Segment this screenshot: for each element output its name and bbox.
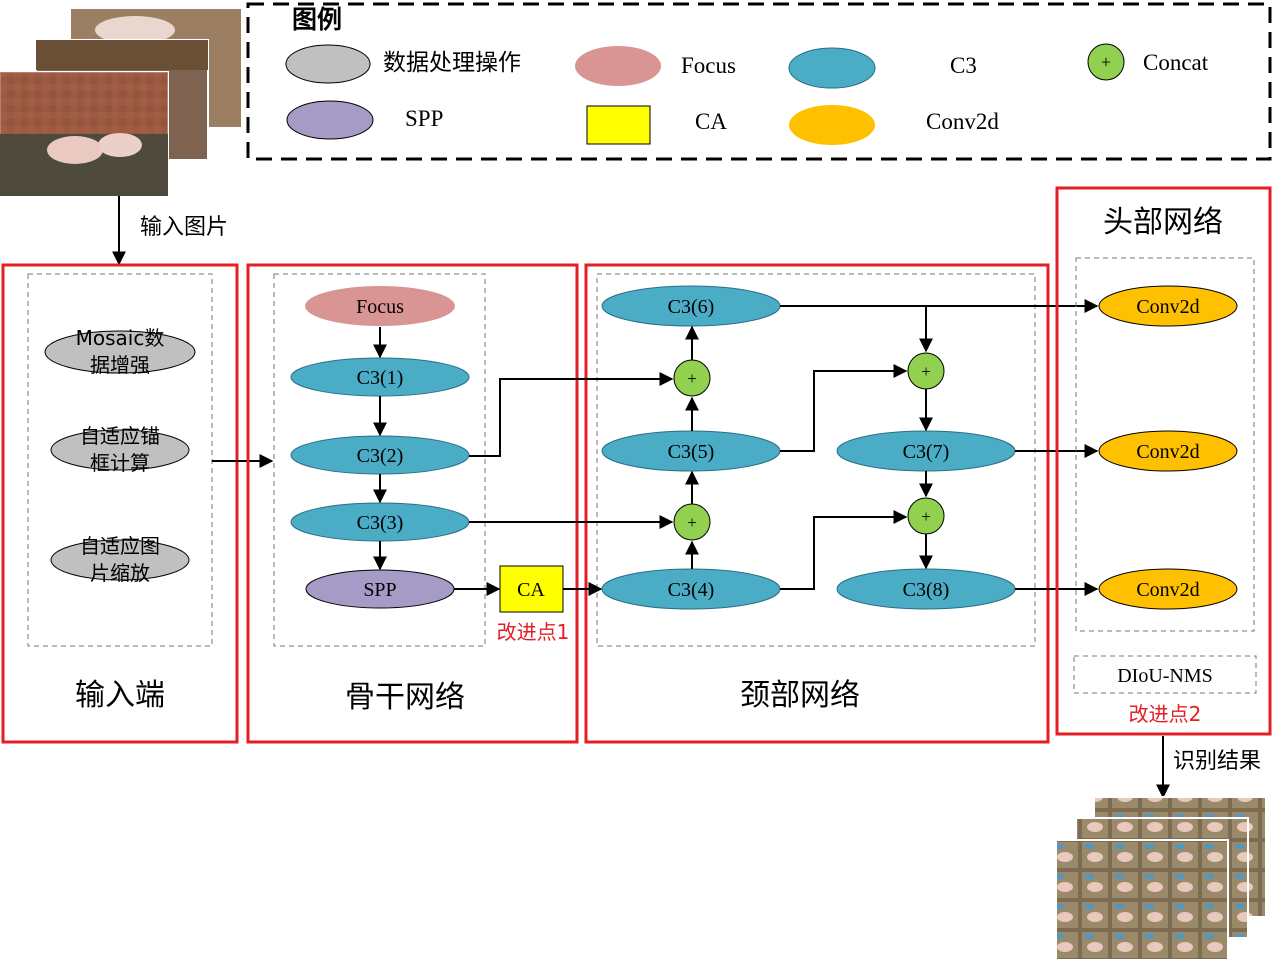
legend-item-focus: Focus <box>575 46 736 86</box>
op-mosaic: Mosaic数 据增强 <box>44 326 196 377</box>
node-conv2d-2: Conv2d <box>1136 441 1199 463</box>
legend-label-focus: Focus <box>681 53 736 78</box>
legend-item-conv2d: Conv2d <box>789 105 999 145</box>
legend-title: 图例 <box>292 5 342 34</box>
node-c3-3: C3(3) <box>357 512 404 534</box>
node-c3-7: C3(7) <box>903 441 950 463</box>
legend-label-ca: CA <box>695 109 727 134</box>
op-mosaic-line2: 据增强 <box>90 353 150 377</box>
legend-label-conv2d: Conv2d <box>926 109 999 134</box>
input-image-stack <box>0 7 243 197</box>
node-c3-2: C3(2) <box>357 445 404 467</box>
section-input: Mosaic数 据增强 自适应锚 框计算 自适应图 片缩放 输入端 <box>1 263 239 744</box>
improvement-2: 改进点2 <box>1129 702 1202 726</box>
legend: 图例 数据处理操作 Focus C3 + Concat SPP CA Co <box>246 2 1272 161</box>
section-neck: C3(6) C3(5) C3(4) C3(7) C3(8) + + + + 颈部… <box>584 263 1050 744</box>
section-input-title: 输入端 <box>75 678 165 713</box>
node-c3-5: C3(5) <box>668 441 715 463</box>
section-backbone: Focus C3(1) C3(2) C3(3) SPP CA 改进点1 骨干网络 <box>246 263 579 744</box>
section-neck-title: 颈部网络 <box>740 678 860 713</box>
concat-1-icon: + <box>687 369 697 388</box>
op-anchor-line1: 自适应锚 <box>80 424 160 448</box>
output-arrow-label: 识别结果 <box>1173 749 1261 774</box>
legend-item-spp: SPP <box>286 100 443 140</box>
concat-2-icon: + <box>687 513 697 532</box>
legend-label-concat: Concat <box>1143 50 1209 75</box>
section-head: 头部网络 Conv2d Conv2d Conv2d DIoU-NMS 改进点2 <box>1055 186 1272 736</box>
node-conv2d-1: Conv2d <box>1136 296 1199 318</box>
concat-plus-icon: + <box>1101 52 1111 72</box>
node-spp: SPP <box>363 579 396 601</box>
op-mosaic-line1: Mosaic数 <box>76 326 165 350</box>
legend-label-spp: SPP <box>405 106 443 131</box>
op-resize-line1: 自适应图 <box>80 534 160 558</box>
legend-label-data-op: 数据处理操作 <box>383 50 521 76</box>
node-c3-6: C3(6) <box>668 296 715 318</box>
node-c3-1: C3(1) <box>357 367 404 389</box>
node-c3-8: C3(8) <box>903 579 950 601</box>
node-focus: Focus <box>356 296 404 318</box>
legend-item-ca: CA <box>586 105 727 145</box>
op-resize-line2: 片缩放 <box>90 561 150 585</box>
node-c3-4: C3(4) <box>668 579 715 601</box>
concat-4-icon: + <box>921 507 931 526</box>
legend-item-concat: + Concat <box>1087 43 1209 81</box>
section-backbone-title: 骨干网络 <box>345 680 465 715</box>
op-resize: 自适应图 片缩放 <box>50 534 190 585</box>
section-head-title: 头部网络 <box>1103 205 1223 240</box>
input-arrow-label: 输入图片 <box>140 215 228 240</box>
node-ca: CA <box>517 579 545 601</box>
concat-3-icon: + <box>921 362 931 381</box>
op-anchor-line2: 框计算 <box>90 451 150 475</box>
output-image-stack <box>1055 796 1267 961</box>
nms-label: DIoU-NMS <box>1117 665 1213 687</box>
legend-label-c3: C3 <box>950 53 977 78</box>
improvement-1: 改进点1 <box>497 620 570 644</box>
legend-item-c3: C3 <box>788 47 977 89</box>
legend-item-data-op: 数据处理操作 <box>285 44 521 84</box>
op-anchor: 自适应锚 框计算 <box>50 424 190 475</box>
node-conv2d-3: Conv2d <box>1136 579 1199 601</box>
